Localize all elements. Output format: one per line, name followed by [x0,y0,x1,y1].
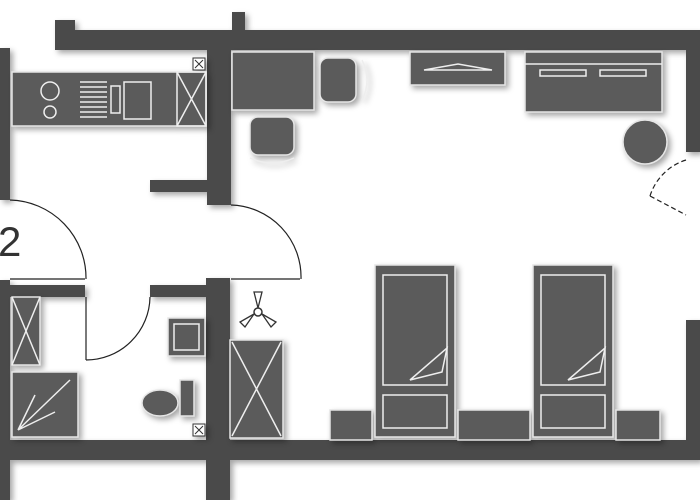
sink-small-icon [110,85,121,114]
bathroom [11,296,284,439]
room-furniture [231,51,668,441]
shelf [409,51,506,86]
blanket-fold-icon [567,345,607,381]
washer-cross-icon [11,296,41,366]
chair-back-icon [361,59,368,101]
bottom-wall-stub-left [0,460,10,500]
bed-blanket [540,274,606,386]
bathroom-top-wall-left [0,285,85,297]
fridge-cross-icon [176,71,207,127]
bottom-wall [0,440,700,460]
balcony-door-swing [649,159,687,197]
nightstand [329,409,373,441]
wardrobe-handle-icon [539,69,587,77]
bathroom-partition-wall [206,278,230,442]
desk-chair[interactable] [319,57,357,103]
bathroom-door-swing [85,296,151,361]
bed-pillow [382,394,448,429]
left-wall-upper [0,48,10,200]
bed-left [374,264,456,438]
entry-door-swing [9,199,87,280]
blanket-fold-icon [409,345,449,381]
shower-drain-icon [17,379,71,431]
cabinet-cross-icon [231,341,282,437]
shelf-detail-icon [423,63,493,71]
chair[interactable] [249,116,295,156]
kitchen-counter [11,71,207,127]
sink-basin-icon [123,81,152,120]
bed-blanket [382,274,448,386]
right-wall-lower [686,320,700,442]
nightstand [457,409,531,441]
top-wall-stub [232,12,245,50]
wardrobe [524,51,663,113]
room-number-label: 2 [0,218,21,265]
bathroom-top-wall-right [150,285,208,297]
kitchen-stub-wall [150,180,210,192]
vent-cross-icon [194,425,204,435]
bed-right [532,264,614,438]
fridge [176,71,207,127]
left-wall-lower [0,280,10,442]
doors [9,159,687,361]
vent-cross-icon [194,59,204,69]
right-wall-upper [686,50,700,152]
round-table [622,119,668,165]
balcony-door[interactable] [649,195,687,216]
bed-pillow [540,394,606,429]
ceiling-fan-icon [238,291,278,329]
chair-back-icon [249,157,295,164]
desk [231,51,315,111]
stove-burner-icon [43,105,57,119]
sink-drainboard-icon [80,81,107,118]
wardrobe-handle-icon [599,69,647,77]
kitchen-partition-wall [207,50,231,205]
toilet [141,389,179,417]
sink-basin-icon [173,323,200,351]
nightstand [615,409,661,441]
kitchen [11,57,207,127]
stove-burner-icon [40,81,60,101]
toilet-tank [179,379,195,417]
top-wall-stub-left [55,20,75,50]
bottom-wall-stub [206,460,230,500]
walls [0,12,700,500]
room-door-swing [230,204,302,280]
top-wall [55,30,700,50]
